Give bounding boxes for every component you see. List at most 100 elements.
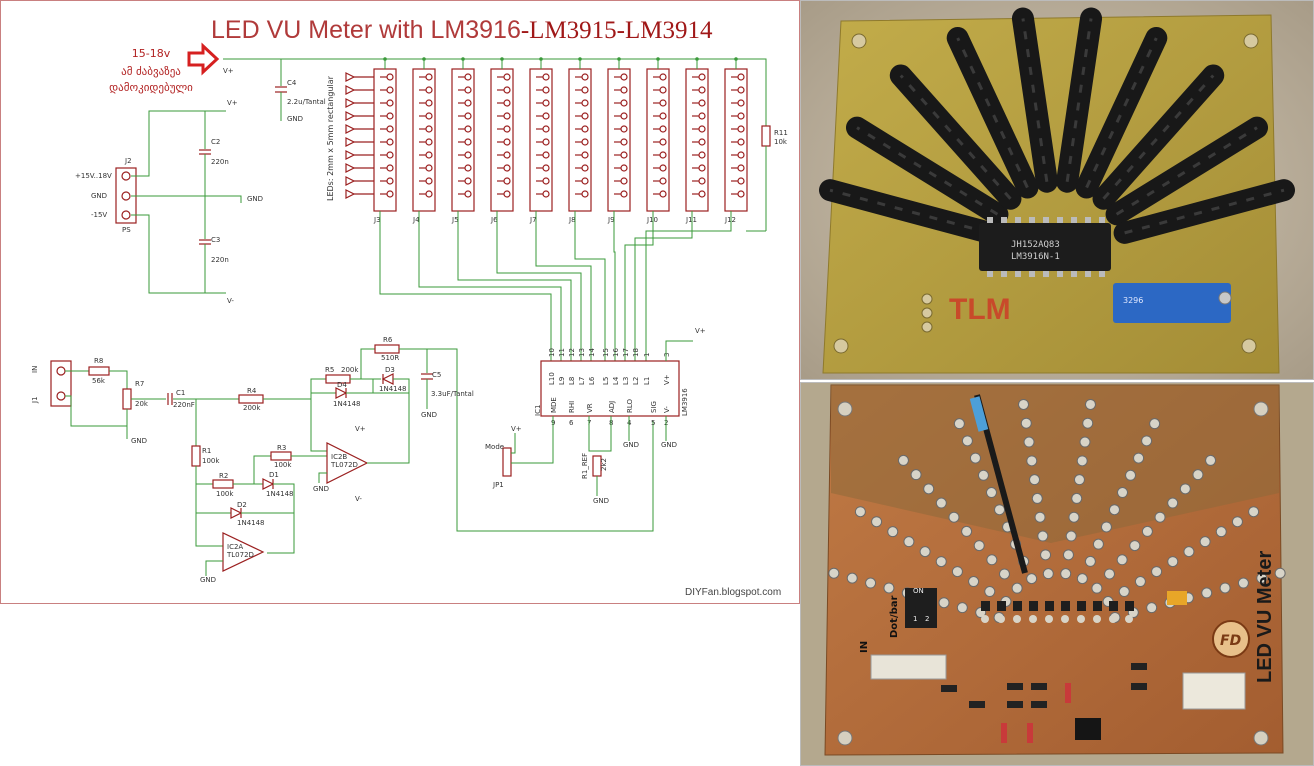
solder-joint [1026,455,1038,467]
solder-joint [1020,417,1032,429]
opamp-ic2b [326,442,369,484]
ic-pin-number: 18 [632,348,640,357]
ic-pin-number: 5 [651,419,655,427]
svg-text:GND: GND [131,437,147,445]
solder-joint [910,469,922,481]
svg-text:PS: PS [122,226,131,234]
ic-pin-number: 13 [578,348,586,357]
svg-text:R1_REF: R1_REF [581,453,589,479]
solder-joint [1076,455,1088,467]
solder-joint [951,566,963,578]
svg-text:GND: GND [313,485,329,493]
svg-text:GND: GND [421,411,437,419]
svg-text:-15V: -15V [91,211,107,219]
solder-joint [1237,577,1249,589]
solder-joint [1104,568,1116,580]
fd-logo [1212,620,1250,658]
solder-joint [828,567,840,579]
svg-text:FD: FD [1220,633,1241,649]
solder-joint [968,576,980,588]
ic-pin-label: L9 [558,377,566,385]
connector-label: J4 [412,216,420,224]
svg-text:V+: V+ [355,425,366,433]
connector-label: J9 [607,216,615,224]
led-bar [1011,7,1058,193]
svg-text:C1: C1 [176,389,185,397]
input-connector [50,360,72,407]
solder-joint [1092,538,1104,550]
solder-joint [854,506,866,518]
svg-text:100k: 100k [274,461,292,469]
solder-joint [1141,525,1153,537]
solder-joint [903,536,915,548]
svg-text:IN: IN [859,641,870,653]
solder-joint [1037,530,1049,542]
led-bar [946,27,1039,199]
solder-joint [973,540,985,552]
svg-text:D4: D4 [337,381,347,389]
connector-label: J5 [451,216,459,224]
svg-text:R6: R6 [383,336,393,344]
schematic-panel: LED VU Meter with LM3916-LM3915-LM3914 1… [0,0,800,604]
ic-pin-label: RHI [568,401,576,413]
solder-joint [1134,576,1146,588]
solder-joint [897,454,909,466]
solder-joint [1029,474,1041,486]
ic-pin-number: 10 [548,348,556,357]
ic1-pins: L1010L911L812L713L614L515L416L317L218L11… [548,348,671,427]
tantalum-capacitor [1167,591,1187,605]
svg-text:3.3uF/Tantal: 3.3uF/Tantal [431,390,474,398]
solder-joint [1040,549,1052,561]
ic-pin-label: L4 [612,376,620,385]
solder-joint [998,568,1010,580]
svg-text:GND: GND [91,192,107,200]
solder-joint [961,435,973,447]
svg-text:1N4148: 1N4148 [379,385,407,393]
solder-joint [1256,572,1268,584]
solder-joint [1179,483,1191,495]
dip-switch[interactable] [905,588,937,628]
schematic-title: LED VU Meter with LM3916-LM3915-LM3914 [211,16,713,44]
solder-joint [1215,526,1227,538]
svg-text:+15V..18V: +15V..18V [75,172,112,180]
svg-text:GND: GND [661,441,677,449]
pcb-photo-top: JH152AQ83 LM3916N-1 TLM 3296 [800,0,1314,380]
svg-text:TL072D: TL072D [226,551,254,559]
ic-pin-label: L5 [602,377,610,385]
solder-joint [1219,582,1231,594]
solder-joint [1154,511,1166,523]
ic-pin-label: V- [663,406,671,413]
note-line2: დამოკიდებული [109,81,193,94]
svg-text:D2: D2 [237,501,247,509]
solder-joint [1133,452,1145,464]
ic-pin-label: MDE [550,397,558,413]
solder-joint [1082,417,1094,429]
ic-pin-label: ADJ [608,401,616,413]
silkscreen-tlm: TLM [949,293,1011,326]
svg-text:R7: R7 [135,380,144,388]
led-bar [1105,116,1269,226]
solder-joint [1100,521,1112,533]
solder-joint [1149,418,1161,430]
solder-joint [1146,602,1158,614]
svg-text:R2: R2 [219,472,228,480]
solder-joint [1079,436,1091,448]
ic-pin-number: 12 [568,348,576,357]
mode-jumper[interactable] [502,447,512,477]
svg-text:C2: C2 [211,138,220,146]
solder-joint [1248,506,1260,518]
solder-joint [1129,540,1141,552]
ic-pin-number: 6 [569,419,574,427]
solder-joint [1071,492,1083,504]
connector-label: J11 [685,216,697,224]
connector-label: J8 [568,216,576,224]
solder-joint [1108,504,1120,516]
connector-label: J12 [724,216,736,224]
led-bar-fan [819,7,1295,244]
credit[interactable]: DIYFan.blogspot.com [685,587,781,598]
led-bar [845,116,1009,226]
note-line1: ამ ძაბვაზეა [121,65,181,78]
svg-text:1N4148: 1N4148 [333,400,361,408]
svg-text:GND: GND [623,441,639,449]
